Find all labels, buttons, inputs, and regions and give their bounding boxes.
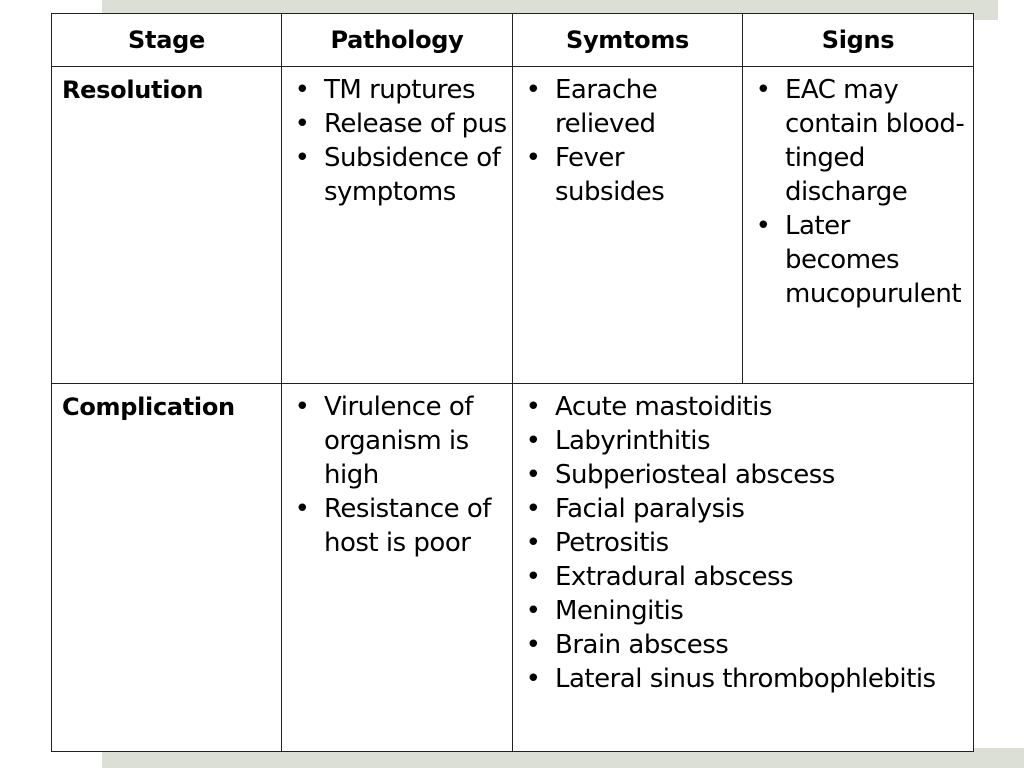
pathology-list-complication: •Virulence of organism is high •Resistan…: [282, 384, 512, 560]
list-item: •Fever subsides: [525, 143, 665, 207]
list-item: •Labyrinthitis: [525, 426, 711, 456]
header-signs: Signs: [742, 13, 974, 67]
stage-cell-complication: Complication: [51, 383, 282, 752]
header-stage: Stage: [51, 13, 282, 67]
header-pathology: Pathology: [281, 13, 513, 67]
otitis-media-stage-table: Stage Pathology Symtoms Signs Resolution…: [51, 13, 974, 752]
symptoms-signs-cell-complication: •Acute mastoiditis •Labyrinthitis •Subpe…: [512, 383, 974, 752]
list-item: •Resistance of host is poor: [294, 494, 492, 558]
list-item: •Brain abscess: [525, 630, 729, 660]
pathology-cell-resolution: •TM ruptures •Release of pus •Subsidence…: [281, 66, 513, 384]
pathology-cell-complication: •Virulence of organism is high •Resistan…: [281, 383, 513, 752]
list-item: •Facial paralysis: [525, 494, 745, 524]
list-item: •TM ruptures: [294, 75, 476, 105]
bottom-accent-band: [102, 748, 1024, 768]
list-item: •Acute mastoiditis: [525, 392, 773, 422]
signs-list-resolution: •EAC may contain blood-tinged discharge …: [743, 67, 973, 311]
stage-cell-resolution: Resolution: [51, 66, 282, 384]
list-item: •Extradural abscess: [525, 562, 794, 592]
table-row-resolution: Resolution •TM ruptures •Release of pus …: [51, 66, 974, 384]
list-item: •Virulence of organism is high: [294, 392, 474, 490]
list-item: •Petrositis: [525, 528, 670, 558]
list-item: •Release of pus: [294, 109, 508, 139]
list-item: •Lateral sinus thrombophlebitis: [525, 664, 937, 694]
header-symptoms: Symtoms: [512, 13, 743, 67]
list-item: •Subperiosteal abscess: [525, 460, 836, 490]
list-item: •EAC may contain blood-tinged discharge: [755, 75, 965, 207]
list-item: •Earache relieved: [525, 75, 658, 139]
symptoms-cell-resolution: •Earache relieved •Fever subsides: [512, 66, 743, 384]
signs-cell-resolution: •EAC may contain blood-tinged discharge …: [742, 66, 974, 384]
table-row-complication: Complication •Virulence of organism is h…: [51, 383, 974, 752]
list-item: •Subsidence of symptoms: [294, 143, 501, 207]
symptoms-list-resolution: •Earache relieved •Fever subsides: [513, 67, 742, 209]
complications-list: •Acute mastoiditis •Labyrinthitis •Subpe…: [513, 384, 973, 696]
header-row: Stage Pathology Symtoms Signs: [51, 13, 974, 67]
list-item: •Meningitis: [525, 596, 684, 626]
pathology-list-resolution: •TM ruptures •Release of pus •Subsidence…: [282, 67, 512, 209]
list-item: •Later becomes mucopurulent: [755, 211, 962, 309]
